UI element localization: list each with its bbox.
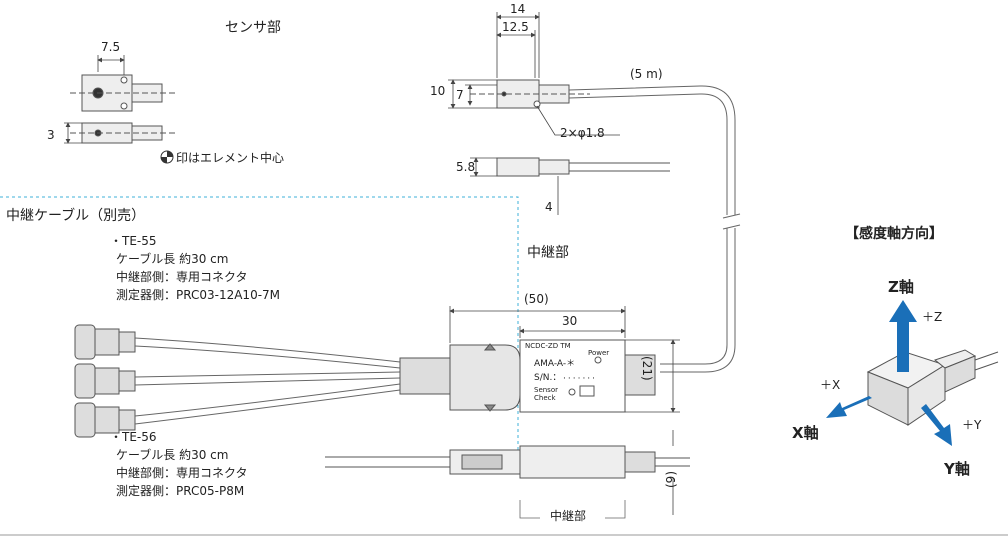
dim-label-7: 7 [456, 88, 464, 102]
relay-label-model: AMA-A-＊ [534, 359, 576, 369]
sensor-cable [568, 85, 741, 373]
relay-unit-top [449, 339, 656, 413]
te56-meter-side: 測定器側：PRC05-P8M [116, 484, 245, 498]
dim-3 [64, 122, 82, 144]
dim-50-30 [449, 306, 626, 343]
axis-arrows [826, 300, 952, 446]
separator-dashed [0, 196, 519, 460]
z-axis-arrow [889, 300, 917, 372]
x-axis-arrow [826, 396, 872, 418]
dim-7-5 [97, 55, 125, 75]
relay-connectors [74, 324, 451, 438]
dim-label-5-8: 5.8 [456, 160, 476, 174]
axis-sensor-body [866, 349, 999, 426]
dim-label-21: (21) [640, 356, 654, 381]
element-note: 印はエレメント中心 [176, 151, 285, 165]
dim-14-12-5 [496, 12, 540, 78]
dim-label-12-5: 12.5 [502, 20, 529, 34]
dim-label-9: (9) [664, 471, 678, 488]
relay-label-check: Sensor Check [534, 386, 558, 402]
py-label: ＋Y [962, 418, 982, 432]
dim-10-7 [448, 79, 497, 109]
te55-cable: ケーブル長 約30 cm [116, 252, 229, 266]
sensor-large-side [496, 157, 670, 177]
dim-holes-leader [536, 105, 620, 136]
relay-bottom-label: 中継部 [550, 509, 587, 523]
pz-label: ＋Z [922, 310, 943, 324]
dim-label-holes: 2×φ1.8 [560, 126, 605, 140]
relay-label-brand: NCDC-ZD TM [525, 342, 571, 350]
dim-label-30: 30 [562, 314, 578, 328]
z-axis-label: Z軸 [888, 278, 914, 296]
relay-label-sn: S/N.： [534, 373, 562, 383]
sensor-large-top [470, 79, 590, 109]
sensor-section-title: センサ部 [225, 20, 281, 36]
te56-cable: ケーブル長 約30 cm [116, 448, 229, 462]
relay-section-title: 中継部 [527, 245, 569, 261]
relay-bracket [519, 500, 626, 519]
dim-21 [625, 339, 680, 413]
axis-panel-title: 【感度軸方向】 [845, 226, 943, 242]
px-label: ＋X [820, 378, 841, 392]
sensor-side-view [70, 122, 175, 144]
dim-label-50: (50) [524, 292, 549, 306]
te56-relay-side: 中継部側：専用コネクタ [116, 466, 248, 480]
te55-relay-side: 中継部側：専用コネクタ [116, 270, 248, 284]
dim-label-10: 10 [430, 84, 446, 98]
dim-label-7-5: 7.5 [101, 40, 121, 54]
dim-label-3: 3 [47, 128, 55, 142]
y-axis-label: Y軸 [944, 460, 970, 478]
dim-label-14: 14 [510, 2, 526, 16]
dim-5-8-4 [470, 157, 559, 215]
cable-length-label: (5 m) [630, 67, 663, 81]
relay-unit-side [325, 445, 690, 479]
relay-sn-dots: ······· [563, 374, 598, 384]
relay-cable-title: 中継ケーブル（別売） [6, 208, 146, 224]
element-center-symbol [160, 150, 174, 164]
te55-meter-side: 測定器側：PRC03-12A10-7M [116, 288, 281, 302]
x-axis-label: X軸 [792, 424, 819, 442]
sensor-top-view [70, 74, 175, 112]
dim-label-4: 4 [545, 200, 553, 214]
te55-name: ・TE-55 [110, 234, 157, 248]
relay-label-power: Power [588, 349, 610, 357]
te56-name: ・TE-56 [110, 430, 157, 444]
y-axis-arrow [921, 404, 952, 446]
